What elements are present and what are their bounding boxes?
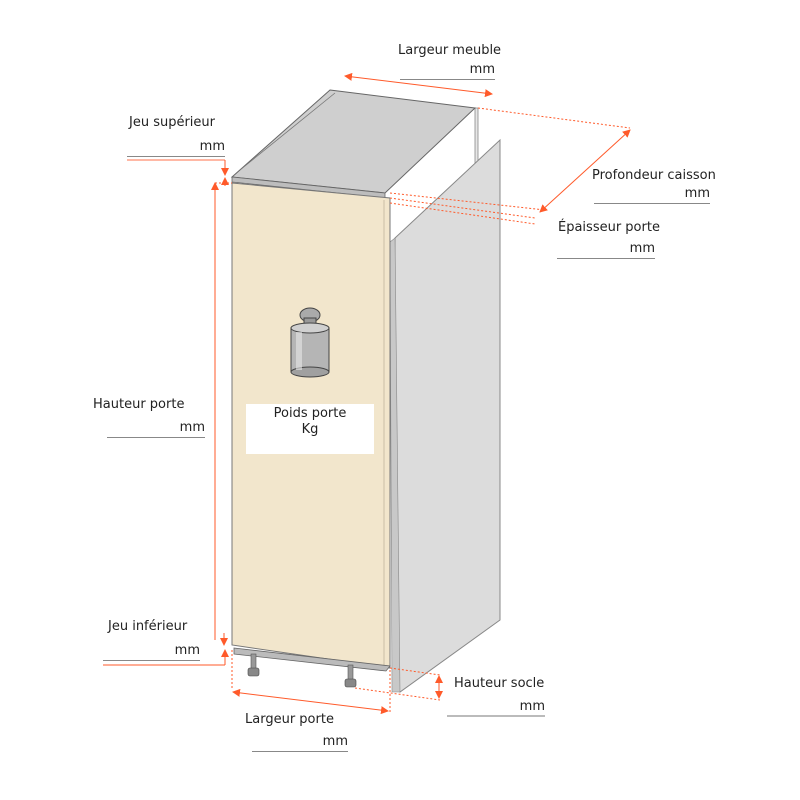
poids-porte-box[interactable]: Poids porte Kg xyxy=(246,404,374,454)
side-panel xyxy=(394,138,501,693)
weight-icon xyxy=(290,307,330,378)
hauteur-socle-label: Hauteur socle xyxy=(454,676,545,691)
epaisseur-porte-input[interactable]: mm xyxy=(557,241,655,259)
profondeur-caisson-label: Profondeur caisson xyxy=(592,168,716,183)
profondeur-caisson-input[interactable]: mm xyxy=(594,186,710,204)
poids-porte-label: Poids porte xyxy=(273,406,347,421)
cabinet-top xyxy=(230,89,477,194)
hauteur-porte-input[interactable]: mm xyxy=(107,420,205,438)
jeu-inferieur-label: Jeu inférieur xyxy=(108,619,188,634)
jeu-inferieur-input[interactable]: mm xyxy=(103,643,200,661)
epaisseur-porte-label: Épaisseur porte xyxy=(558,220,660,235)
jeu-superieur-label: Jeu supérieur xyxy=(129,115,216,130)
leg xyxy=(344,664,357,688)
largeur-porte-input[interactable]: mm xyxy=(252,734,348,752)
dimension-lines xyxy=(103,72,631,715)
largeur-meuble-input[interactable]: mm xyxy=(400,62,495,80)
leg xyxy=(247,653,260,677)
largeur-meuble-label: Largeur meuble xyxy=(398,43,502,58)
hauteur-porte-label: Hauteur porte xyxy=(93,397,185,412)
hauteur-socle-input[interactable]: mm xyxy=(447,699,545,717)
poids-porte-unit: Kg xyxy=(301,422,319,437)
largeur-porte-label: Largeur porte xyxy=(245,712,334,727)
jeu-superieur-input[interactable]: mm xyxy=(127,139,225,157)
